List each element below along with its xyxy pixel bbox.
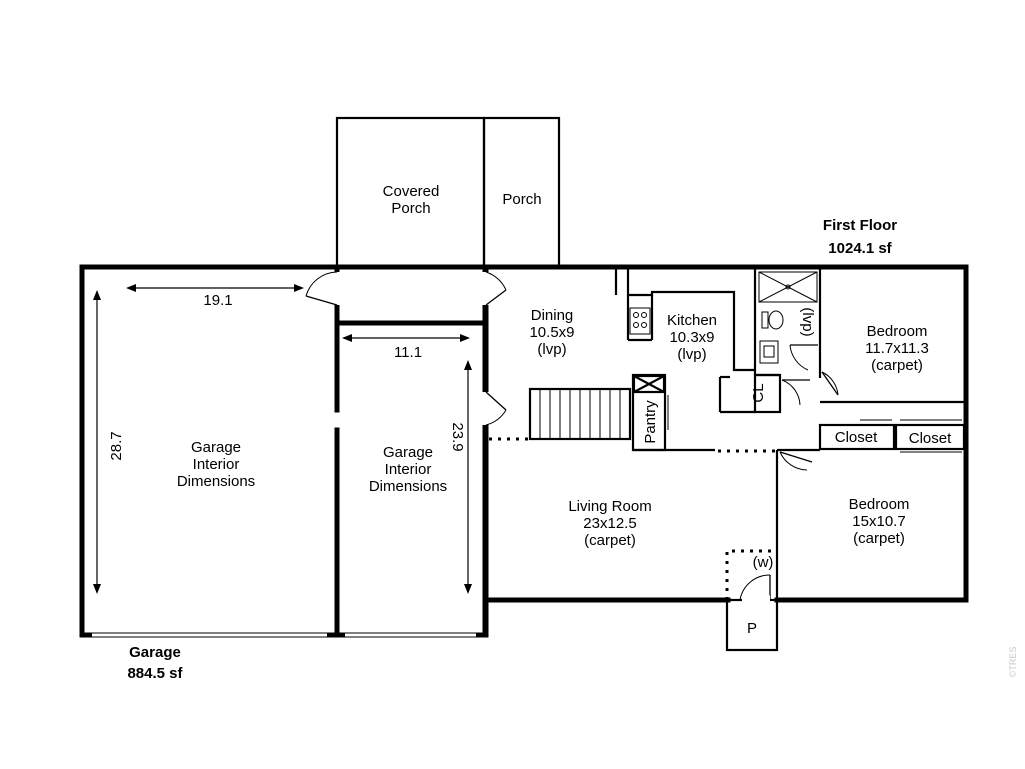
- toilet-icon: [768, 310, 784, 330]
- garage-left-width-text: 19.1: [203, 292, 232, 309]
- dining-floor: (lvp): [537, 341, 566, 358]
- water-heater-label: (w): [753, 554, 774, 571]
- closet-2-outline: [894, 423, 966, 451]
- door-icon: [305, 295, 338, 306]
- pantry-label: Pantry: [642, 400, 659, 444]
- bedroom-1-name: Bedroom: [867, 323, 928, 340]
- door-icon: [485, 289, 507, 306]
- garage-left-label-1: Garage: [191, 439, 241, 456]
- bedroom-1-size: 11.7x11.3: [865, 340, 929, 357]
- bath-floor: (lvp): [799, 307, 816, 336]
- closet-1-outline: [818, 423, 896, 451]
- kitchen-floor: (lvp): [677, 346, 706, 363]
- garage-right-width-text: 11.1: [394, 344, 422, 361]
- garage-right-label-2: Interior: [385, 461, 432, 478]
- doors: [305, 271, 839, 605]
- watermark: ©TRES: [1008, 647, 1018, 678]
- garage-right-label-1: Garage: [383, 444, 433, 461]
- covered-porch-label-2: Porch: [391, 200, 430, 217]
- door-icon: [485, 391, 507, 411]
- cl-closet-outline: [753, 373, 782, 414]
- garage-title: Garage: [129, 644, 181, 661]
- dining-name: Dining: [531, 307, 574, 324]
- bedroom-1-floor: (carpet): [871, 357, 923, 374]
- garage-left-depth-text: 28.7: [108, 431, 125, 460]
- closet-2-label: Closet: [909, 430, 952, 447]
- garage-area: 884.5 sf: [127, 665, 183, 682]
- shower-icon: [758, 271, 818, 303]
- garage-left-label-3: Dimensions: [177, 473, 255, 490]
- kitchen-size: 10.3x9: [669, 329, 714, 346]
- door-swing: [789, 344, 809, 371]
- living-room-name: Living Room: [568, 498, 651, 515]
- living-room-size: 23x12.5: [583, 515, 636, 532]
- house-structure: [481, 264, 969, 652]
- first-floor-title: First Floor: [823, 217, 897, 234]
- sink-icon: [759, 340, 779, 364]
- living-room-floor: (carpet): [584, 532, 636, 549]
- bedroom-2-floor: (carpet): [853, 530, 905, 547]
- kitchen-wall: [628, 290, 755, 372]
- stove-icon: [629, 307, 651, 335]
- staircase: [528, 387, 632, 441]
- covered-porch-label-1: Covered: [383, 183, 440, 200]
- bedroom-2-name: Bedroom: [849, 496, 910, 513]
- pantry-box: [632, 374, 666, 394]
- dining-size: 10.5x9: [529, 324, 574, 341]
- garage-left-label-2: Interior: [193, 456, 240, 473]
- bedroom-2-size: 15x10.7: [852, 513, 905, 530]
- kitchen-name: Kitchen: [667, 312, 717, 329]
- porch-label: Porch: [502, 191, 541, 208]
- closet-1-label: Closet: [835, 429, 878, 446]
- cl-label: CL: [750, 383, 767, 402]
- garage-right-depth-text: 23.9: [449, 422, 466, 451]
- entry-p-label: P: [747, 620, 757, 637]
- dimension-lines: [93, 284, 472, 594]
- first-floor-area: 1024.1 sf: [828, 240, 892, 257]
- water-heater-closet-outline: [725, 549, 776, 600]
- garage-right-label-3: Dimensions: [369, 478, 447, 495]
